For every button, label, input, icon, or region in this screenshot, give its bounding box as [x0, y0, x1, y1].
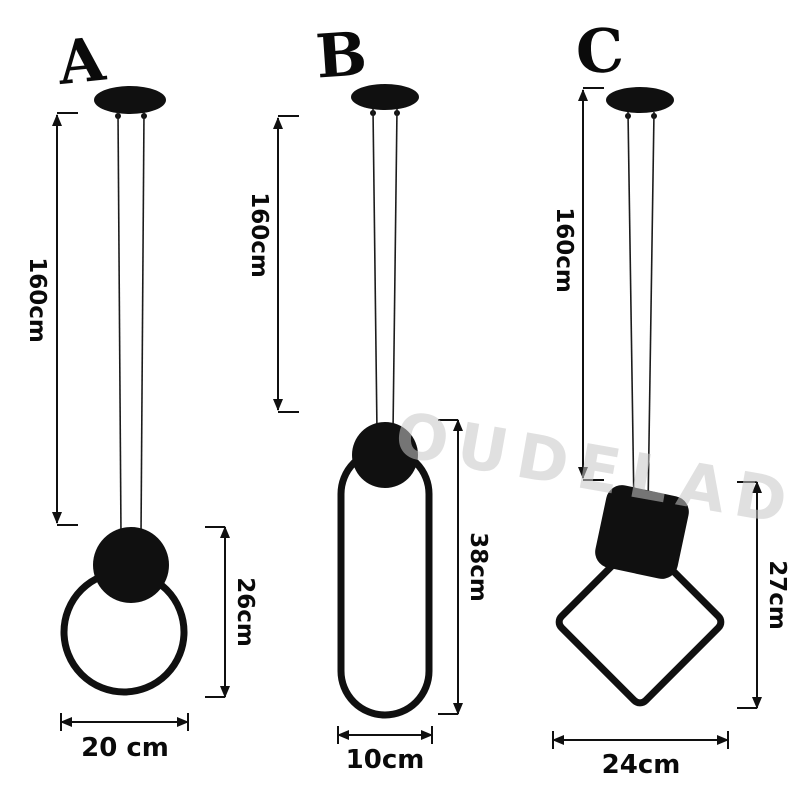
lamp-c-wire-left [627, 111, 635, 509]
lamp-b-ceiling-canopy [351, 84, 419, 110]
lamp-c-square-disc [595, 485, 689, 579]
lamp-c-height-dim-label: 27cm [764, 560, 790, 630]
lamp-a-disc [93, 527, 169, 603]
lamp-a-height-dim-label: 26cm [232, 577, 258, 647]
lamp-c-drop-dim-label: 160cm [551, 207, 577, 293]
lamp-b-label: B [314, 19, 369, 92]
lamp-c-label: C [574, 16, 625, 88]
lamp-b-group: B 160cm 38cm 10cm [246, 19, 491, 775]
lamp-c-wire-right [647, 111, 655, 509]
lamp-c-ceiling-canopy [606, 87, 674, 113]
lamp-a-width-dim-label: 20 cm [81, 733, 169, 763]
lamp-b-wire-right [392, 108, 398, 433]
lamp-b-height-dim-label: 38cm [465, 532, 491, 602]
lamp-c-diamond-shade [555, 537, 725, 707]
lamp-b-capsule-shade [337, 446, 433, 719]
lamp-b-wire-left [372, 108, 378, 433]
lamp-b-disc [352, 422, 418, 488]
lamp-b-width-dim-label: 10cm [346, 745, 425, 775]
lamp-c-group: C 160cm 27cm 24cm [551, 16, 790, 780]
lamp-b-drop-dim-label: 160cm [246, 192, 272, 278]
lamp-a-label: A [54, 24, 110, 99]
lamp-c-width-dim-label: 24cm [602, 750, 681, 780]
lamp-a-wire-left [117, 111, 122, 536]
lamp-a-ceiling-canopy [94, 86, 166, 114]
lamp-a-drop-dim-label: 160cm [24, 257, 50, 343]
lamp-a-group: A 160cm 26cm 20 cm [24, 24, 258, 763]
lamp-a-wire-right [140, 111, 145, 536]
watermark: OUDELAD [390, 397, 800, 539]
